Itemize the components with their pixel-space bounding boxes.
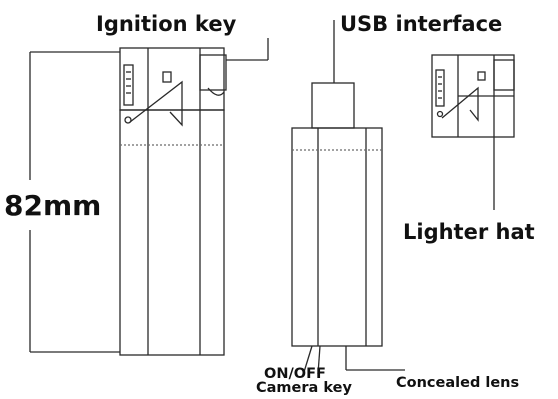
camera-body: [291, 127, 383, 347]
lighter-hat-view: [431, 54, 515, 138]
camera-key-leader: [317, 345, 321, 375]
on-off-leader: [303, 345, 313, 373]
ignition-key: [199, 54, 227, 91]
camera-body-view: [291, 82, 383, 347]
flint-wheel: [123, 64, 134, 106]
dimension-marker: [29, 51, 120, 353]
lighter-hat-label: Lighter hat: [403, 220, 535, 244]
concealed-lens-label: Concealed lens: [396, 375, 520, 391]
dimension-label: 82mm: [4, 189, 102, 222]
lighter-top: [119, 47, 225, 111]
usb-interface-label: USB interface: [340, 12, 503, 36]
ignition-key-label: Ignition key: [96, 12, 237, 36]
usb-connector: [311, 82, 355, 129]
lighter-body: [119, 109, 225, 356]
lighter-open-view: [119, 47, 227, 356]
on-off-label: ON/OFF: [264, 366, 326, 382]
camera-key-label: Camera key: [256, 380, 352, 396]
